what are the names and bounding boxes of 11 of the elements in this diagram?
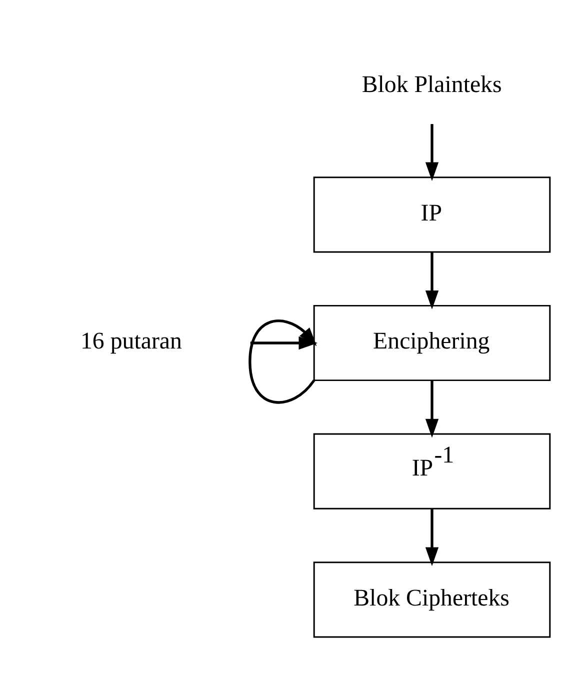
arrow (425, 509, 439, 566)
arrow (250, 336, 318, 350)
arrow (425, 252, 439, 310)
arrow (425, 380, 439, 438)
node-text: Blok Plainteks (362, 72, 502, 98)
node-box: Blok Cipherteks (313, 562, 551, 638)
node-box: IP (313, 176, 551, 253)
node-box: Enciphering (313, 304, 551, 382)
arrow (425, 124, 439, 182)
arrow (248, 320, 317, 404)
node-text: 16 putaran (80, 328, 182, 355)
